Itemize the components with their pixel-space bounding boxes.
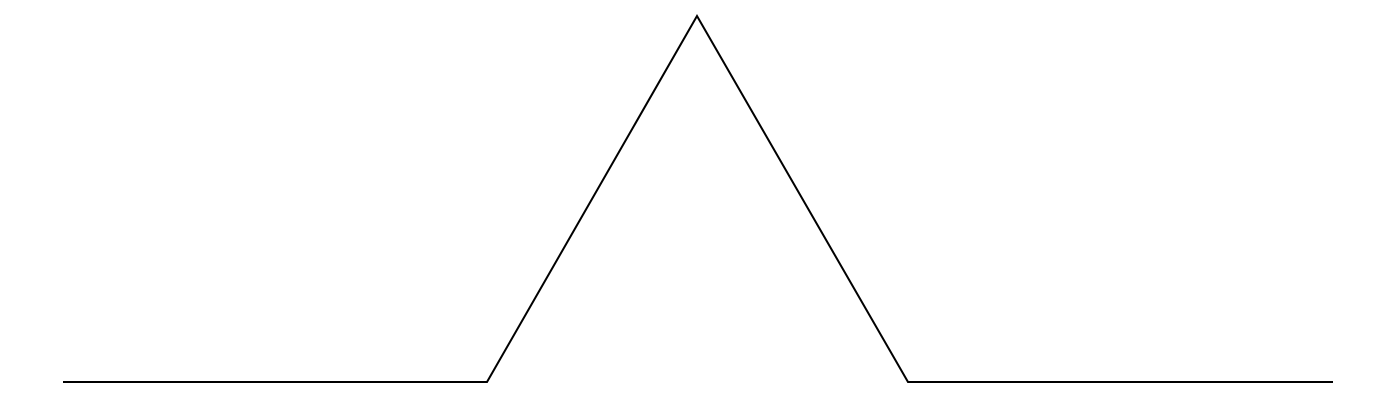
triangular-pulse-line	[63, 13, 1333, 383]
